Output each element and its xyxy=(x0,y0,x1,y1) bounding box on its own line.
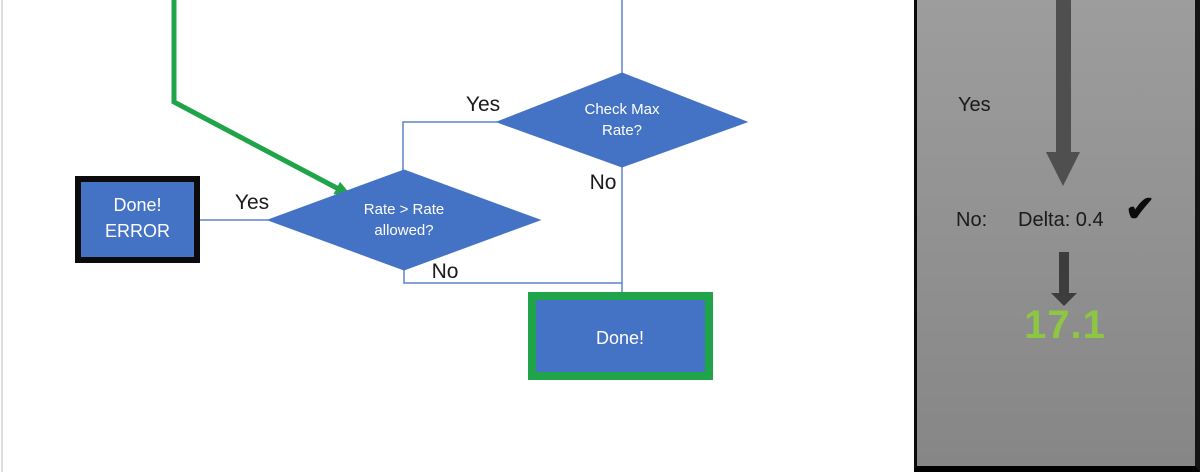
down-arrow-top-icon xyxy=(1046,0,1080,186)
side-panel: Yes No: Delta: 0.4 ✔ 17.1 xyxy=(914,0,1200,472)
rate-allowed-label: Rate > Rate allowed? xyxy=(363,201,445,239)
arrow-head xyxy=(1046,152,1080,186)
label-no-check-max: No xyxy=(589,171,617,194)
check-mark-icon: ✔ xyxy=(1125,188,1156,229)
decision-check-max-rate xyxy=(495,72,749,168)
green-path-arrow xyxy=(171,0,352,198)
check-max-rate-label: Check Max Rate? xyxy=(584,101,660,139)
panel-yes-label: Yes xyxy=(958,94,991,116)
connector-check-max-yes xyxy=(402,121,497,170)
terminator-done-error xyxy=(75,176,200,263)
done-error-line2: ERROR xyxy=(104,221,170,241)
decision-rate-allowed xyxy=(266,169,542,271)
connector-rate-allowed-no xyxy=(403,270,622,284)
done-label: Done! xyxy=(595,328,645,348)
label-yes-check-max: Yes xyxy=(465,93,501,116)
label-yes-rate-allowed: Yes xyxy=(234,191,270,214)
panel-result-value: 17.1 xyxy=(1024,303,1106,347)
label-no-rate-allowed: No xyxy=(431,260,459,283)
panel-no-label: No: xyxy=(956,209,988,231)
done-error-line1: Done! xyxy=(113,195,162,215)
down-arrow-bottom-icon xyxy=(1051,252,1077,306)
arrow-shaft xyxy=(1059,252,1069,293)
arrow-head xyxy=(1051,293,1077,306)
panel-delta-value: Delta: 0.4 xyxy=(1018,209,1104,231)
terminator-done xyxy=(528,292,713,380)
done-error-label: Done! ERROR xyxy=(78,192,197,244)
arrow-shaft xyxy=(1055,0,1071,152)
